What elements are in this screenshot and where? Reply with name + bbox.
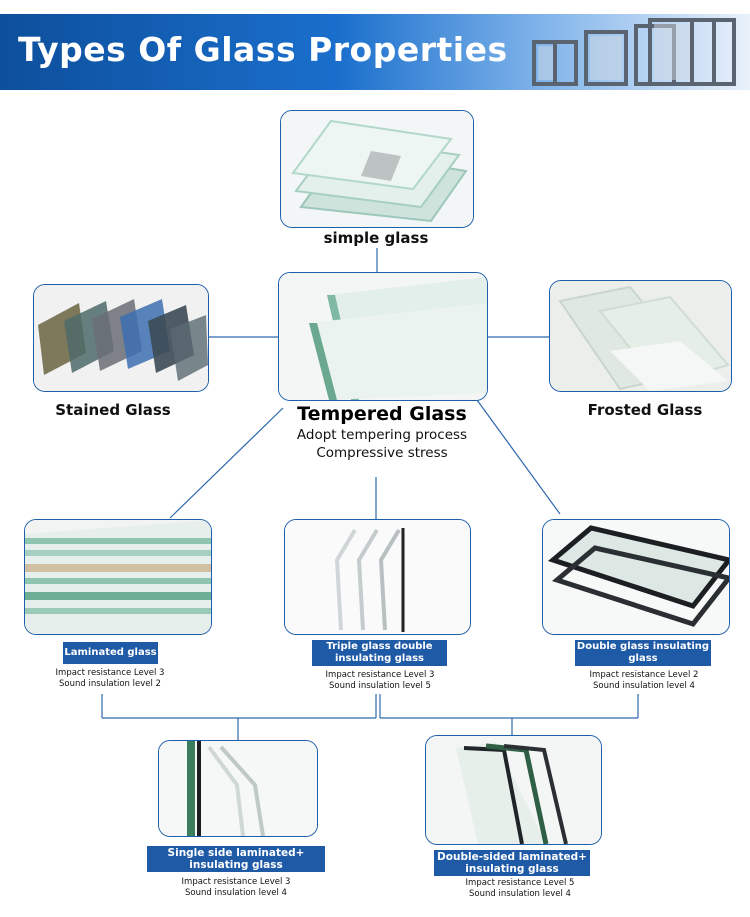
laminated-glass-spec-2: Sound insulation level 2 [59, 679, 161, 689]
header-banner: Types Of Glass Properties [0, 14, 750, 90]
triple-glass-image [284, 519, 471, 635]
stained-glass-label: Stained Glass [55, 401, 171, 419]
laminated-glass-spec-1: Impact resistance Level 3 [55, 668, 165, 678]
double-glass-image [542, 519, 730, 635]
double-glass-spec-2: Sound insulation level 4 [593, 681, 695, 691]
double-sided-laminated-spec-1: Impact resistance Level 5 [465, 878, 575, 888]
tempered-glass-line-2: Compressive stress [316, 445, 448, 461]
simple-glass-image [280, 110, 474, 228]
double-glass-spec-1: Impact resistance Level 2 [589, 670, 699, 680]
simple-glass-label: simple glass [323, 229, 429, 247]
tempered-glass-title: Tempered Glass [297, 403, 467, 425]
single-side-laminated-spec-1: Impact resistance Level 3 [181, 877, 291, 887]
double-glass-badge: Double glass insulating glass [575, 640, 711, 666]
double-sided-laminated-image [425, 735, 602, 845]
tempered-glass-line-1: Adopt tempering process [296, 427, 468, 443]
frosted-glass-label: Frosted Glass [587, 401, 703, 419]
single-side-laminated-image [158, 740, 318, 837]
double-sided-laminated-badge: Double-sided laminated+ insulating glass [434, 850, 590, 876]
triple-glass-badge: Triple glass double insulating glass [312, 640, 447, 666]
single-side-laminated-badge: Single side laminated+ insulating glass [147, 846, 325, 872]
stained-glass-image [33, 284, 209, 392]
laminated-glass-badge: Laminated glass [63, 642, 158, 664]
laminated-glass-image [24, 519, 212, 635]
triple-glass-spec-2: Sound insulation level 5 [329, 681, 431, 691]
tempered-glass-image [278, 272, 488, 401]
triple-glass-spec-1: Impact resistance Level 3 [325, 670, 435, 680]
frosted-glass-image [549, 280, 732, 392]
double-sided-laminated-spec-2: Sound insulation level 4 [469, 889, 571, 899]
single-side-laminated-spec-2: Sound insulation level 4 [185, 888, 287, 898]
page-title: Types Of Glass Properties [18, 30, 508, 69]
window-frames-illustration [532, 18, 736, 86]
